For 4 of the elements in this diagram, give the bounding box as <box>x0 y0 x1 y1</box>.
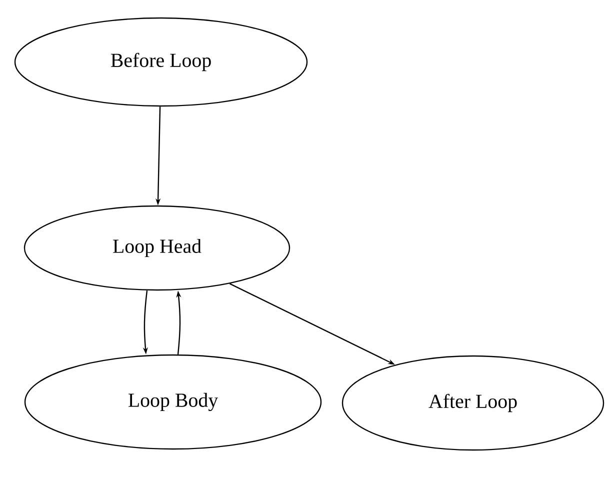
ellipse-node: Loop Body <box>24 354 322 450</box>
ellipse-node: After Loop <box>342 355 604 451</box>
ellipse-node: Before Loop <box>14 17 308 107</box>
ellipse-node: Loop Head <box>24 205 290 291</box>
